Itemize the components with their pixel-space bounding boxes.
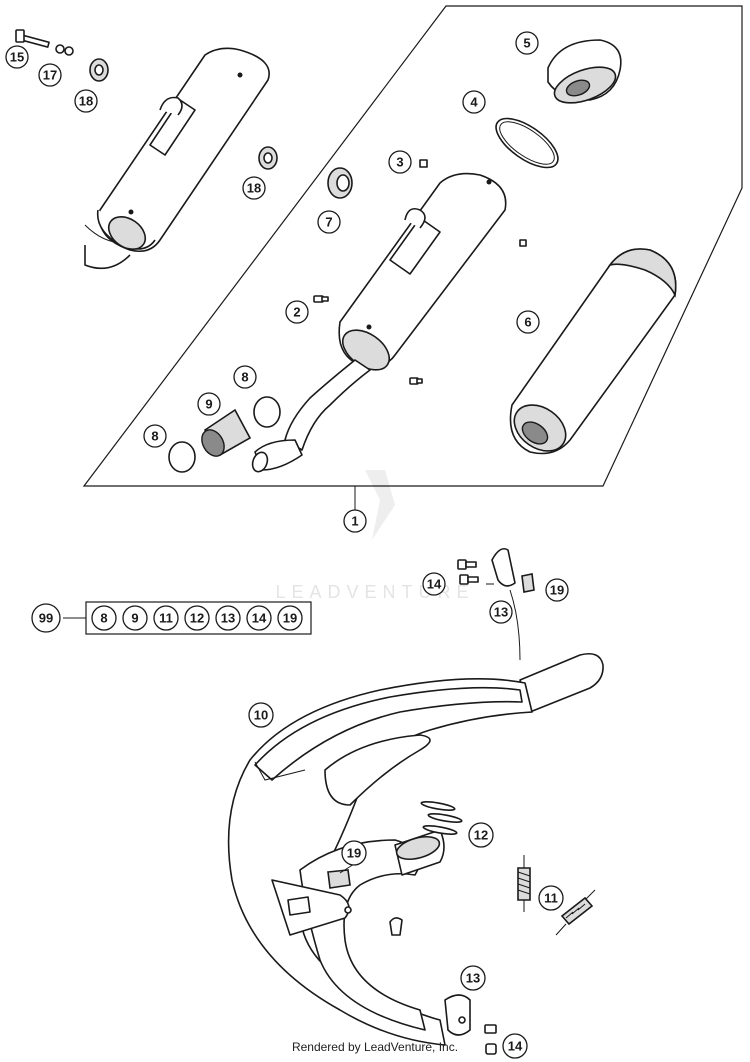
svg-text:12: 12: [190, 611, 204, 626]
muffler-assembly-frame: [82, 5, 743, 487]
svg-text:13: 13: [466, 971, 480, 986]
svg-text:9: 9: [131, 611, 138, 626]
svg-text:9: 9: [205, 397, 212, 412]
svg-text:8: 8: [241, 370, 248, 385]
washer-17: [55, 44, 74, 56]
callout-14-upper: 14: [422, 572, 446, 596]
installed-muffler: [84, 47, 270, 270]
svg-text:11: 11: [159, 611, 173, 626]
callout-10: 10: [248, 702, 274, 728]
callout-17: 17: [38, 63, 62, 87]
screw-2: [313, 295, 329, 303]
svg-text:5: 5: [523, 36, 530, 51]
callout-6: 6: [516, 310, 540, 334]
kit-item-14: 14: [246, 605, 272, 631]
oring-12-a: [420, 801, 456, 811]
svg-text:4: 4: [470, 95, 478, 110]
svg-text:12: 12: [474, 828, 488, 843]
grommet-7: [327, 167, 353, 199]
bracket-13-upper: [491, 547, 521, 661]
svg-text:18: 18: [247, 181, 261, 196]
svg-text:14: 14: [252, 611, 267, 626]
callout-5: 5: [515, 31, 539, 55]
gasket-8-left: [168, 441, 196, 473]
svg-text:15: 15: [10, 50, 24, 65]
bolt-14-upper: [457, 559, 479, 585]
end-cap-5: [547, 39, 622, 104]
rivet-muffler: [519, 239, 527, 247]
svg-text:19: 19: [550, 583, 564, 598]
oring-12-c: [422, 825, 458, 835]
kit-item-13: 13: [215, 605, 241, 631]
muffler-inlet-pipe: [251, 359, 371, 473]
bolt-15: [15, 29, 50, 48]
spring-11-a: [517, 855, 531, 912]
kit-item-8: 8: [91, 605, 117, 631]
svg-text:17: 17: [43, 68, 57, 83]
kit-item-19: 19: [277, 605, 303, 631]
clip-19-upper: [521, 573, 535, 593]
svg-text:2: 2: [293, 305, 300, 320]
svg-text:13: 13: [494, 605, 508, 620]
callout-18-top: 18: [74, 89, 98, 113]
packing-sleeve-9: [201, 408, 252, 457]
kit-item-11: 11: [153, 605, 179, 631]
svg-text:6: 6: [524, 315, 531, 330]
callout-18-side: 18: [242, 176, 266, 200]
svg-text:8: 8: [151, 429, 158, 444]
kit-item-9: 9: [122, 605, 148, 631]
svg-text:11: 11: [544, 891, 558, 906]
gasket-8-right: [253, 396, 281, 428]
spring-11-b: [555, 889, 596, 936]
bracket-13-lower: [444, 994, 471, 1036]
callout-19-upper: 19: [545, 578, 569, 602]
callout-1: 1: [343, 509, 367, 533]
grommet-18-top: [89, 58, 109, 82]
muffler-shell-6: [509, 248, 677, 455]
callout-13-lower: 13: [460, 965, 486, 991]
callout-8-left: 8: [143, 424, 167, 448]
callout-99: 99: [31, 603, 61, 633]
svg-text:14: 14: [427, 577, 442, 592]
oring-12-b: [427, 813, 463, 823]
muffler-body: [338, 172, 507, 371]
callout-7: 7: [317, 210, 341, 234]
callout-4: 4: [462, 90, 486, 114]
svg-text:3: 3: [396, 155, 403, 170]
o-ring-4-inner: [499, 121, 555, 165]
svg-text:19: 19: [347, 846, 361, 861]
svg-text:99: 99: [39, 611, 53, 626]
svg-text:13: 13: [221, 611, 235, 626]
exhaust-pipe-10: [227, 652, 604, 1046]
svg-text:8: 8: [100, 611, 107, 626]
bolt-14-lower: [484, 1024, 497, 1055]
callout-19-lower: 19: [341, 840, 367, 866]
callout-12: 12: [468, 822, 494, 848]
o-ring-4: [495, 117, 559, 169]
callout-15: 15: [5, 45, 29, 69]
svg-text:1: 1: [351, 514, 358, 529]
svg-text:10: 10: [254, 708, 268, 723]
rivet-3: [419, 159, 428, 168]
screw-lower: [409, 377, 423, 385]
svg-text:19: 19: [283, 611, 297, 626]
watermark-text: LEADVENTURE: [275, 582, 474, 602]
callout-13-upper: 13: [489, 600, 513, 624]
footer-credit: Rendered by LeadVenture, Inc.: [291, 1040, 459, 1054]
callout-8-right: 8: [233, 365, 257, 389]
clip-19-lower: [327, 869, 351, 889]
callout-2: 2: [285, 300, 309, 324]
grommet-18-side: [258, 146, 278, 170]
svg-text:14: 14: [508, 1039, 523, 1054]
callout-9: 9: [197, 392, 221, 416]
svg-text:18: 18: [79, 94, 93, 109]
callout-11: 11: [538, 885, 564, 911]
leadventure-watermark: LEADVENTURE: [275, 470, 474, 602]
svg-text:7: 7: [325, 215, 332, 230]
kit-item-12: 12: [184, 605, 210, 631]
callout-3: 3: [388, 150, 412, 174]
callout-14-lower: 14: [502, 1033, 528, 1059]
